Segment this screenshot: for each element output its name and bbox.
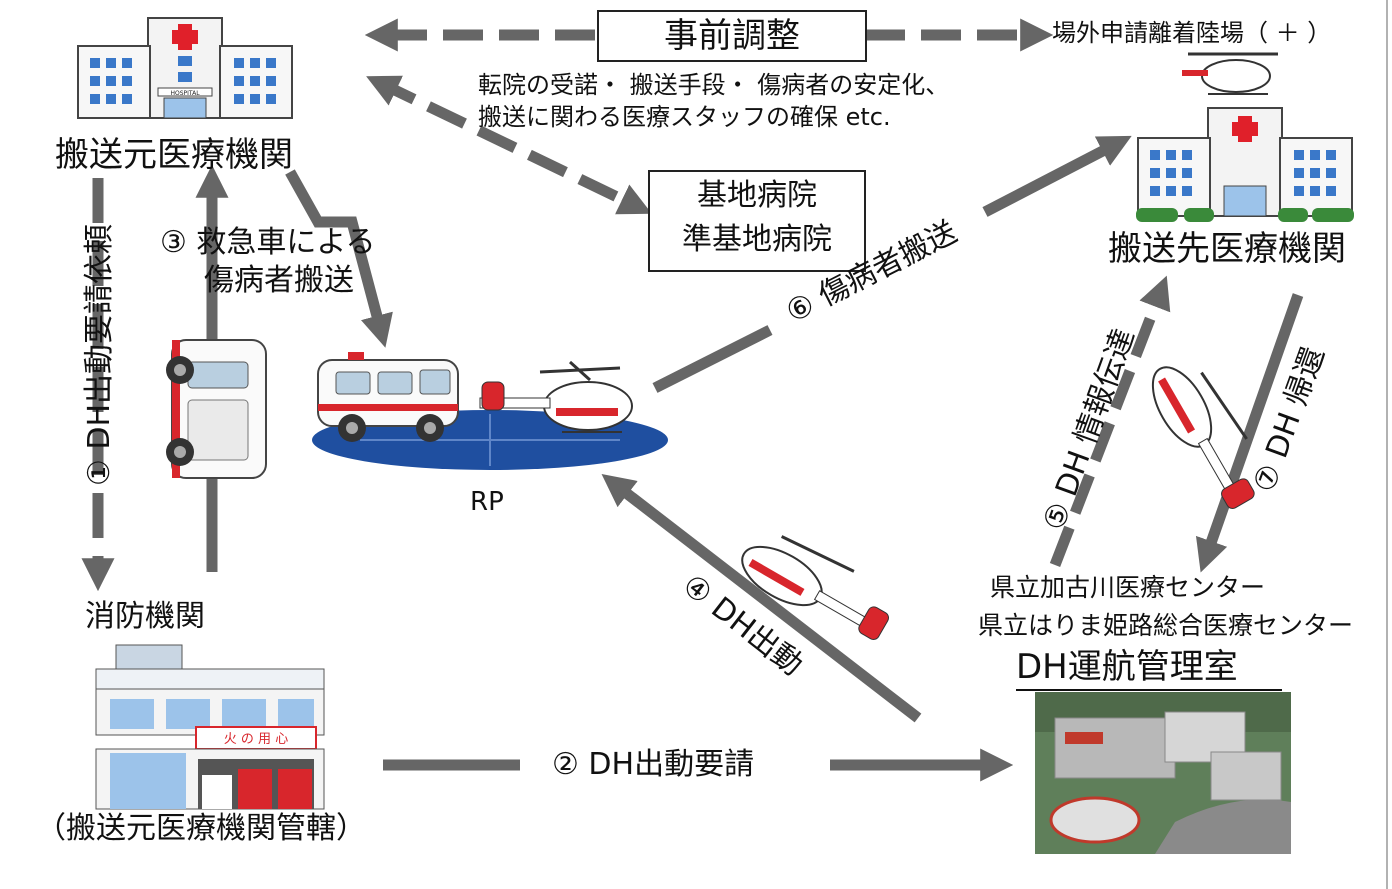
control-center-hospital1: 県立加古川医療センター — [990, 573, 1266, 602]
heliport-label: 場外申請離着陸場（ ＋ ） — [1052, 19, 1332, 47]
base-hospital-line2: 準基地病院 — [682, 222, 832, 257]
step3-label-line2: 傷病者搬送 — [204, 263, 354, 298]
control-center-hospital2: 県立はりま姫路総合医療センター — [978, 611, 1354, 640]
step6-arrow-lower — [652, 325, 773, 393]
rp-label: RP — [470, 487, 504, 517]
step4-arrow — [601, 473, 922, 723]
helicopter-return-icon — [1151, 366, 1255, 509]
destination-hospital-icon — [1136, 107, 1354, 222]
ambulance-vertical-icon — [166, 339, 267, 479]
origin-hospital-label: 搬送元医療機関 — [55, 135, 293, 175]
svg-text:HOSPITAL: HOSPITAL — [170, 90, 200, 97]
step5-arrow — [1049, 275, 1171, 567]
step1-label: ① DH出動要請依頼 — [81, 223, 117, 487]
destination-hospital-label: 搬送先医療機関 — [1108, 229, 1346, 269]
step6-arrow-upper — [982, 135, 1132, 217]
prearrangement-box: 事前調整 — [597, 10, 867, 62]
control-center-aerial-photo — [1035, 692, 1291, 854]
svg-text:火 の 用 心: 火 の 用 心 — [224, 732, 288, 747]
fire-jurisdiction-label: （搬送元医療機関管轄） — [36, 811, 366, 846]
base-hospital-box: 基地病院 準基地病院 — [648, 170, 866, 272]
step7-arrow — [1195, 293, 1304, 573]
destination-helicopter-icon — [1182, 52, 1278, 95]
step3-arrow — [285, 169, 393, 348]
rendezvous-point-icon — [312, 352, 668, 470]
fire-department-label: 消防機関 — [85, 599, 205, 634]
prearrangement-detail-2: 搬送に関わる医療スタッフの確保 etc. — [478, 103, 891, 131]
prearrangement-detail-1: 転院の受諾・ 搬送手段・ 傷病者の安定化、 — [478, 71, 950, 99]
origin-hospital-icon: HOSPITAL — [77, 17, 293, 119]
step2-label: ② DH出動要請 — [552, 747, 755, 782]
base-hospital-line1: 基地病院 — [697, 178, 817, 213]
helicopter-dispatch-icon — [741, 535, 889, 640]
fire-station-icon: 火 の 用 心 — [95, 644, 325, 810]
step3-label-line1: ③ 救急車による — [160, 225, 376, 260]
control-room-label: DH運航管理室 — [1016, 647, 1238, 687]
origin-base-arrow — [366, 75, 652, 215]
